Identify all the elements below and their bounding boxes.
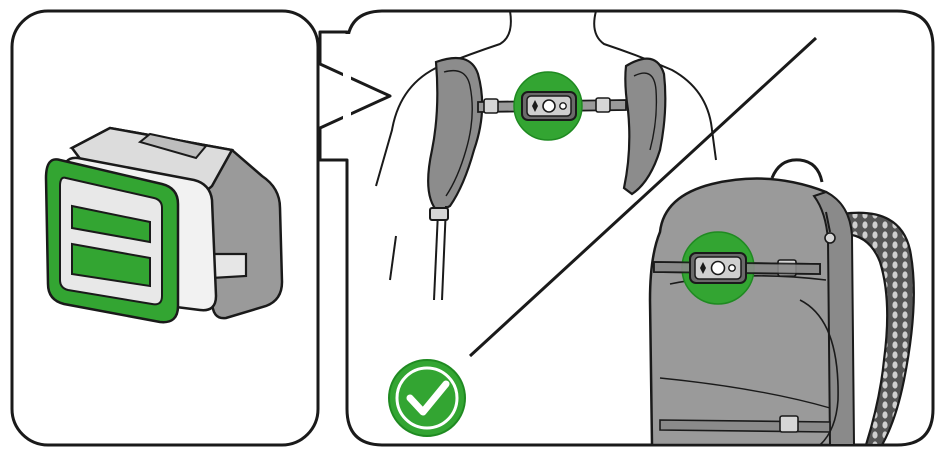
zipper-pull	[825, 211, 831, 233]
left-panel	[10, 9, 320, 447]
left-shoulder-strap	[427, 56, 484, 301]
strap-buckle	[429, 207, 449, 221]
mount-bar-bottom	[71, 242, 151, 288]
headlamp-illustration	[44, 126, 284, 324]
diagonal-divider	[468, 36, 818, 358]
chest-headlamp-highlight	[513, 71, 583, 141]
backpack-headlamp-highlight	[653, 231, 821, 305]
backpack-illustration	[648, 158, 915, 445]
lower-strap	[659, 419, 831, 433]
mesh-shoulder-strap	[840, 211, 915, 445]
chest-buckle-right	[595, 97, 611, 113]
mount-bar-top	[71, 204, 151, 244]
right-shoulder-strap	[622, 57, 667, 196]
backpack-handle	[770, 158, 824, 183]
chest-buckle-left	[483, 98, 499, 114]
check-icon	[388, 359, 466, 437]
right-panel	[318, 9, 935, 447]
left-arm-line	[389, 235, 397, 281]
lamp-top-button	[137, 132, 208, 160]
frame-joint	[343, 34, 351, 158]
